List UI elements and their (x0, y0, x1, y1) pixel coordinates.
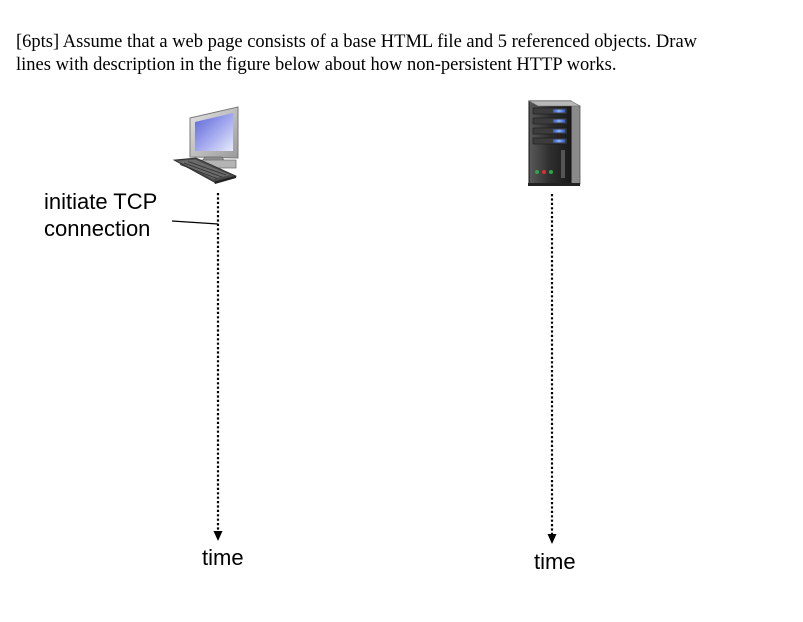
initiate-tcp-label-line-2: connection (44, 216, 151, 241)
client-timeline (213, 193, 223, 541)
desktop-computer-icon (172, 106, 239, 184)
question-line-1: [6pts] Assume that a web page consists o… (16, 32, 698, 52)
server-timeline-arrow (547, 534, 557, 544)
question-text: [6pts] Assume that a web page consists o… (16, 31, 786, 77)
tcp-label-leader-line (171, 220, 219, 225)
client-timeline-arrow (213, 531, 223, 541)
server-time-label: time (534, 549, 576, 574)
initiate-tcp-label-line-1: initiate TCP (44, 189, 158, 214)
client-time-label: time (202, 545, 244, 570)
initiate-tcp-connection-label: initiate TCP connection (44, 188, 157, 242)
server-timeline (547, 194, 557, 544)
question-line-2: lines with description in the figure bel… (16, 55, 617, 75)
server-tower-icon (527, 100, 582, 186)
